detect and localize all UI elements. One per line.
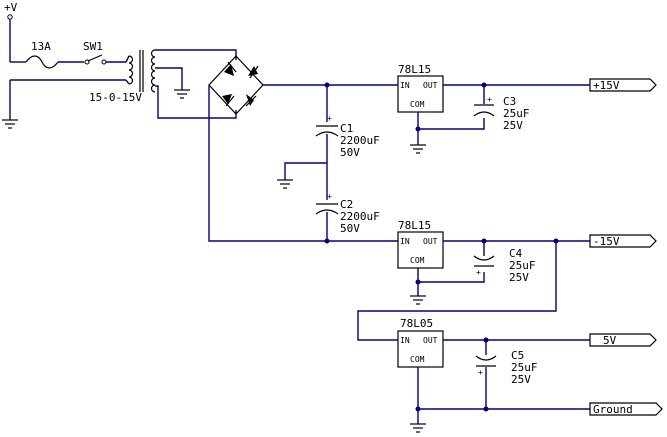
c1-value: 2200uF xyxy=(340,134,380,147)
c4-voltage: 25V xyxy=(509,271,529,284)
output-terminal-ground: Ground xyxy=(589,402,663,416)
switch-sw1: SW1 xyxy=(83,40,126,65)
reg3-com: COM xyxy=(410,355,425,364)
reg2-com: COM xyxy=(410,256,425,265)
c3-voltage: 25V xyxy=(503,119,523,132)
c5-name: C5 xyxy=(511,349,524,362)
c5-plus: + xyxy=(478,368,483,377)
supply-label: +V xyxy=(4,1,18,14)
regulator-78l05: 78L05 IN OUT COM xyxy=(397,317,444,368)
ground-symbol-input xyxy=(2,119,18,129)
c2-name: C2 xyxy=(340,198,353,211)
c2-voltage: 50V xyxy=(340,222,360,235)
c1-plus: + xyxy=(327,114,332,123)
ground-symbol-reg3 xyxy=(410,423,426,433)
reg3-in: IN xyxy=(400,336,410,345)
capacitor-c3: + C3 25uF 25V xyxy=(473,95,530,132)
ground-symbol-reg1 xyxy=(410,144,426,154)
transformer: 15-0-15V xyxy=(89,49,156,104)
c3-name: C3 xyxy=(503,95,516,108)
c3-plus: + xyxy=(487,95,492,104)
reg1-in: IN xyxy=(400,81,410,90)
reg3-name: 78L05 xyxy=(400,317,433,330)
capacitor-c5: + C5 25uF 25V xyxy=(475,349,538,386)
output-neg15-label: -15V xyxy=(593,235,620,248)
reg1-com: COM xyxy=(410,100,425,109)
switch-label: SW1 xyxy=(83,40,103,53)
capacitor-c1: + C1 2200uF 50V xyxy=(315,114,380,159)
reg2-in: IN xyxy=(400,237,410,246)
reg2-name: 78L15 xyxy=(398,219,431,232)
ground-symbol-reg2 xyxy=(410,295,426,305)
reg1-out: OUT xyxy=(423,81,438,90)
fuse: 13A xyxy=(25,40,84,69)
c1-voltage: 50V xyxy=(340,146,360,159)
reg2-out: OUT xyxy=(423,237,438,246)
c3-value: 25uF xyxy=(503,107,530,120)
regulator-78l15-positive: 78L15 IN OUT COM xyxy=(397,63,444,113)
bridge-rectifier xyxy=(208,55,264,115)
reg3-out: OUT xyxy=(423,336,438,345)
output-pos15-label: +15V xyxy=(593,79,620,92)
c5-value: 25uF xyxy=(511,361,538,374)
c4-name: C4 xyxy=(509,247,523,260)
output-ground-label: Ground xyxy=(593,403,633,416)
output-terminal-pos15: +15V xyxy=(589,78,657,92)
reg1-name: 78L15 xyxy=(398,63,431,76)
output-5v-label: 5V xyxy=(603,334,617,347)
output-terminal-neg15: -15V xyxy=(589,234,657,248)
regulator-78l15-negative: 78L15 IN OUT COM xyxy=(397,219,444,269)
c4-plus: + xyxy=(476,268,481,277)
transformer-label: 15-0-15V xyxy=(89,91,142,104)
c2-value: 2200uF xyxy=(340,210,380,223)
fuse-label: 13A xyxy=(31,40,51,53)
capacitor-c4: + C4 25uF 25V xyxy=(473,247,536,284)
c4-value: 25uF xyxy=(509,259,536,272)
c2-plus: + xyxy=(327,192,332,201)
capacitor-c2: + C2 2200uF 50V xyxy=(315,192,380,235)
ground-symbol-caps xyxy=(277,179,293,189)
output-terminal-5v: 5V xyxy=(589,333,657,347)
supply-terminal: +V xyxy=(4,1,26,63)
c1-name: C1 xyxy=(340,122,353,135)
ground-symbol-centertap xyxy=(174,89,190,99)
c5-voltage: 25V xyxy=(511,373,531,386)
